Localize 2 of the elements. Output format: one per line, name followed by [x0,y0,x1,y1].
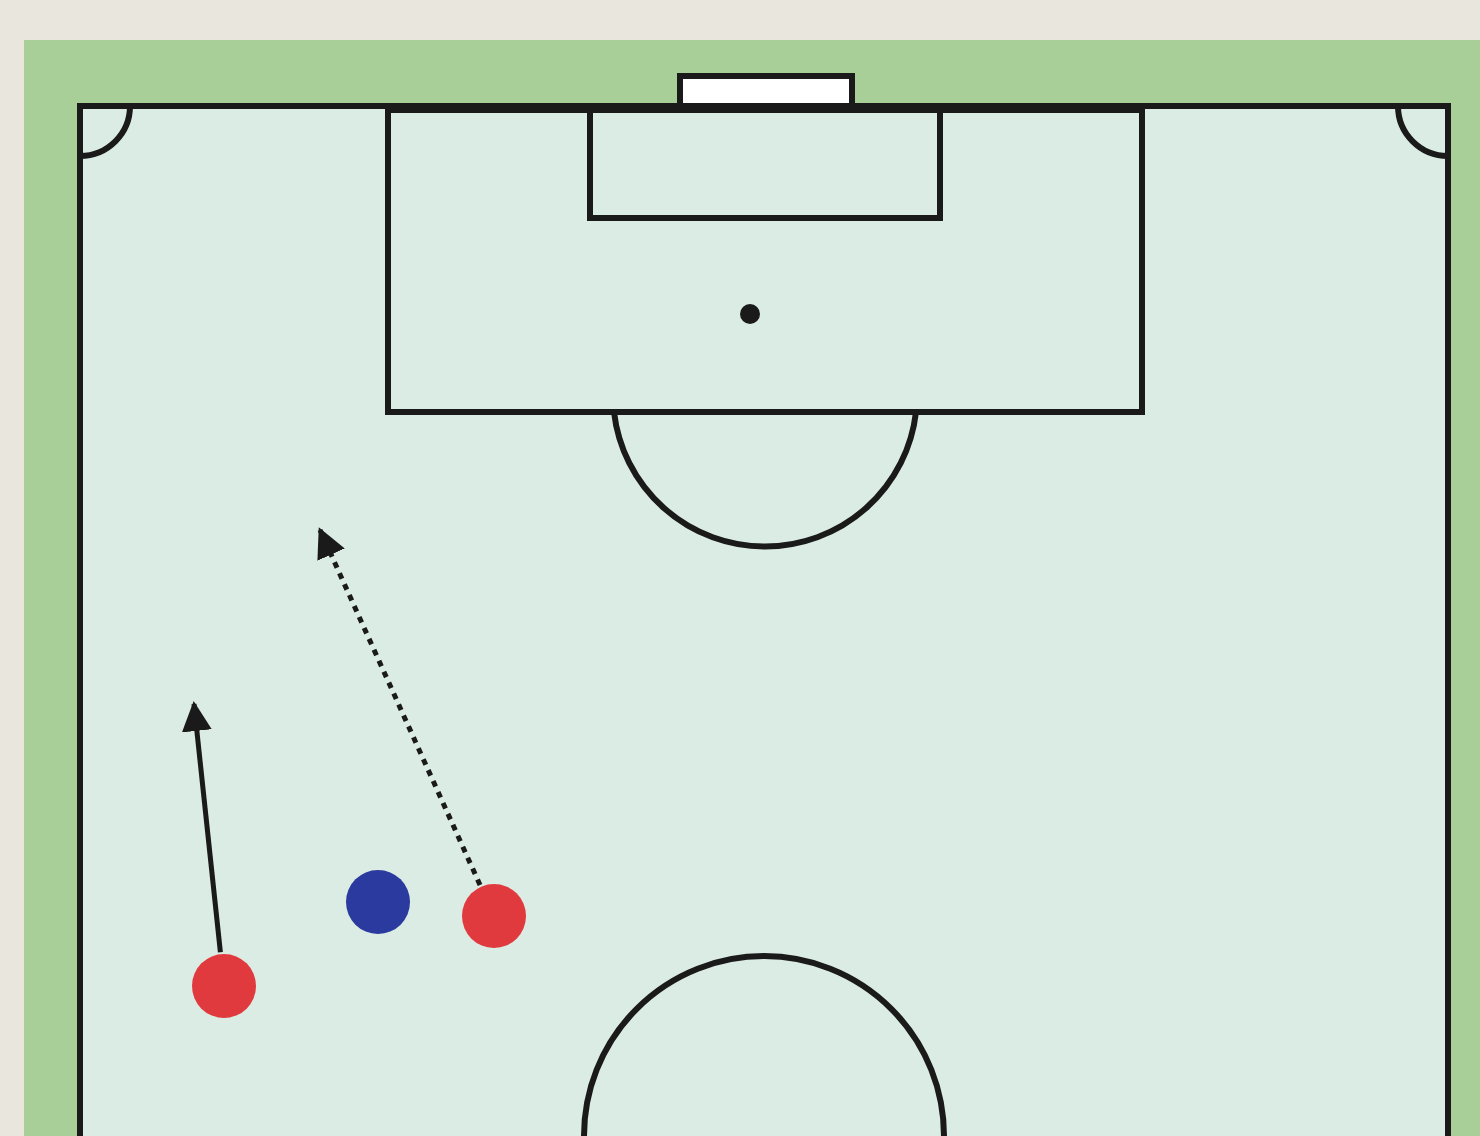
movement-arrow [181,701,223,953]
movement-arrow [317,527,483,887]
